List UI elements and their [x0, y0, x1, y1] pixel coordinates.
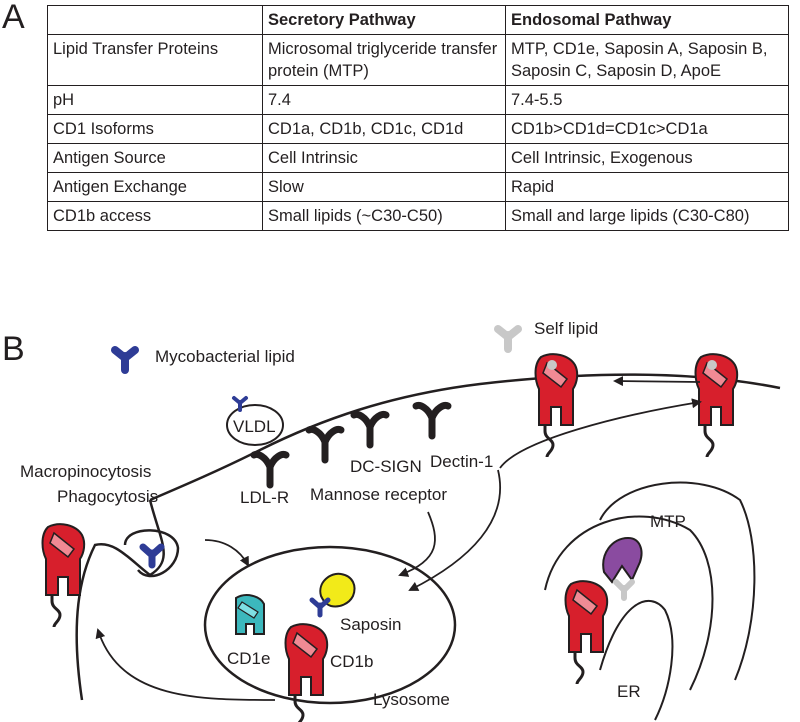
mannose-receptor-icon: [309, 430, 341, 461]
macropinocytosis-label: Macropinocytosis: [20, 462, 151, 481]
er-membrane-outer: [599, 481, 756, 681]
table-row: Antigen Exchange Slow Rapid: [47, 172, 789, 202]
er-label: ER: [617, 682, 641, 701]
legend-self-lipid: Self lipid: [534, 319, 598, 338]
table-cell: Rapid: [505, 172, 789, 202]
table-cell: Antigen Source: [47, 143, 263, 173]
mtp-self-lipid-icon: [613, 579, 635, 601]
ldl-receptor-icon: [254, 455, 286, 486]
vldl-particle: [226, 404, 284, 446]
phagocytic-pocket: [123, 529, 180, 578]
arrow-surface-to-lysosome: [408, 469, 501, 591]
lysosome-label: Lysosome: [373, 690, 450, 709]
arrow-lysosome-to-left-surface: [95, 628, 276, 701]
self-lipid-icon: [494, 325, 522, 353]
er-membrane-middle: [544, 515, 714, 691]
table-row: Lipid Transfer Proteins Microsomal trigl…: [47, 34, 789, 86]
surface-self-lipid-dot: [547, 360, 557, 370]
table-cell: MTP, CD1e, Saposin A, Saposin B, Saposin…: [505, 34, 789, 86]
vldl-lipid-icon: [232, 396, 248, 412]
saposin-label: Saposin: [340, 615, 401, 634]
cd1e-label: CD1e: [227, 649, 270, 668]
table-cell: CD1b access: [47, 201, 263, 231]
surface-self-lipid-dot: [707, 360, 717, 370]
lysosome-compartment: [203, 545, 457, 705]
er-membrane-inner: [599, 600, 674, 721]
cd1-surface-arriving-icon: [694, 352, 739, 459]
table-cell: pH: [47, 85, 263, 115]
dectin-1-label: Dectin-1: [430, 452, 493, 471]
plasma-membrane: [149, 373, 781, 502]
dc-sign-receptor-icon: [354, 415, 386, 446]
mycobacterial-lipid-icon: [111, 346, 139, 374]
table-cell: Lipid Transfer Proteins: [47, 34, 263, 86]
arrow-pocket-to-lysosome: [204, 539, 249, 567]
cd1e-molecule-icon: [235, 594, 265, 635]
table-cell: Cell Intrinsic, Exogenous: [505, 143, 789, 173]
cd1b-label: CD1b: [330, 652, 373, 671]
table-cell: Microsomal triglyceride transfer protein…: [262, 34, 506, 86]
table-cell: Small and large lipids (C30-C80): [505, 201, 789, 231]
table-header-cell: Secretory Pathway: [262, 5, 506, 35]
panel-label-a: A: [2, 0, 25, 36]
arrow-lysosome-to-surface: [499, 398, 702, 469]
legend-mycobacterial-lipid: Mycobacterial lipid: [155, 347, 295, 366]
saposin-lipid-icon: [309, 597, 331, 618]
arrow-surface-to-surface: [613, 376, 701, 387]
ldl-r-label: LDL-R: [240, 488, 289, 507]
cd1b-lysosome-molecule-icon: [284, 622, 329, 722]
dc-sign-label: DC-SIGN: [350, 457, 422, 476]
mtp-protein-icon: [602, 536, 643, 584]
phagocytosis-label: Phagocytosis: [57, 487, 158, 506]
table-header-cell: Endosomal Pathway: [505, 5, 789, 35]
table-row: CD1 Isoforms CD1a, CD1b, CD1c, CD1d CD1b…: [47, 114, 789, 144]
panel-label-b: B: [2, 330, 25, 368]
table-cell: Antigen Exchange: [47, 172, 263, 202]
arrow-receptor-to-lysosome: [398, 511, 436, 577]
table-row: CD1b access Small lipids (~C30-C50) Smal…: [47, 201, 789, 231]
pathway-comparison-table: Secretory Pathway Endosomal Pathway Lipi…: [47, 5, 789, 231]
vldl-label: VLDL: [233, 417, 276, 436]
table-row: pH 7.4 7.4-5.5: [47, 85, 789, 115]
table-cell: CD1b>CD1d=CD1c>CD1a: [505, 114, 789, 144]
table-row: Antigen Source Cell Intrinsic Cell Intri…: [47, 143, 789, 173]
dectin-1-receptor-icon: [416, 406, 448, 437]
mtp-label: MTP: [650, 512, 686, 531]
pocket-lipid-icon: [139, 543, 165, 569]
table-header-row: Secretory Pathway Endosomal Pathway: [47, 5, 789, 35]
mannose-receptor-label: Mannose receptor: [310, 485, 447, 504]
table-cell: Slow: [262, 172, 506, 202]
table-cell: CD1a, CD1b, CD1c, CD1d: [262, 114, 506, 144]
